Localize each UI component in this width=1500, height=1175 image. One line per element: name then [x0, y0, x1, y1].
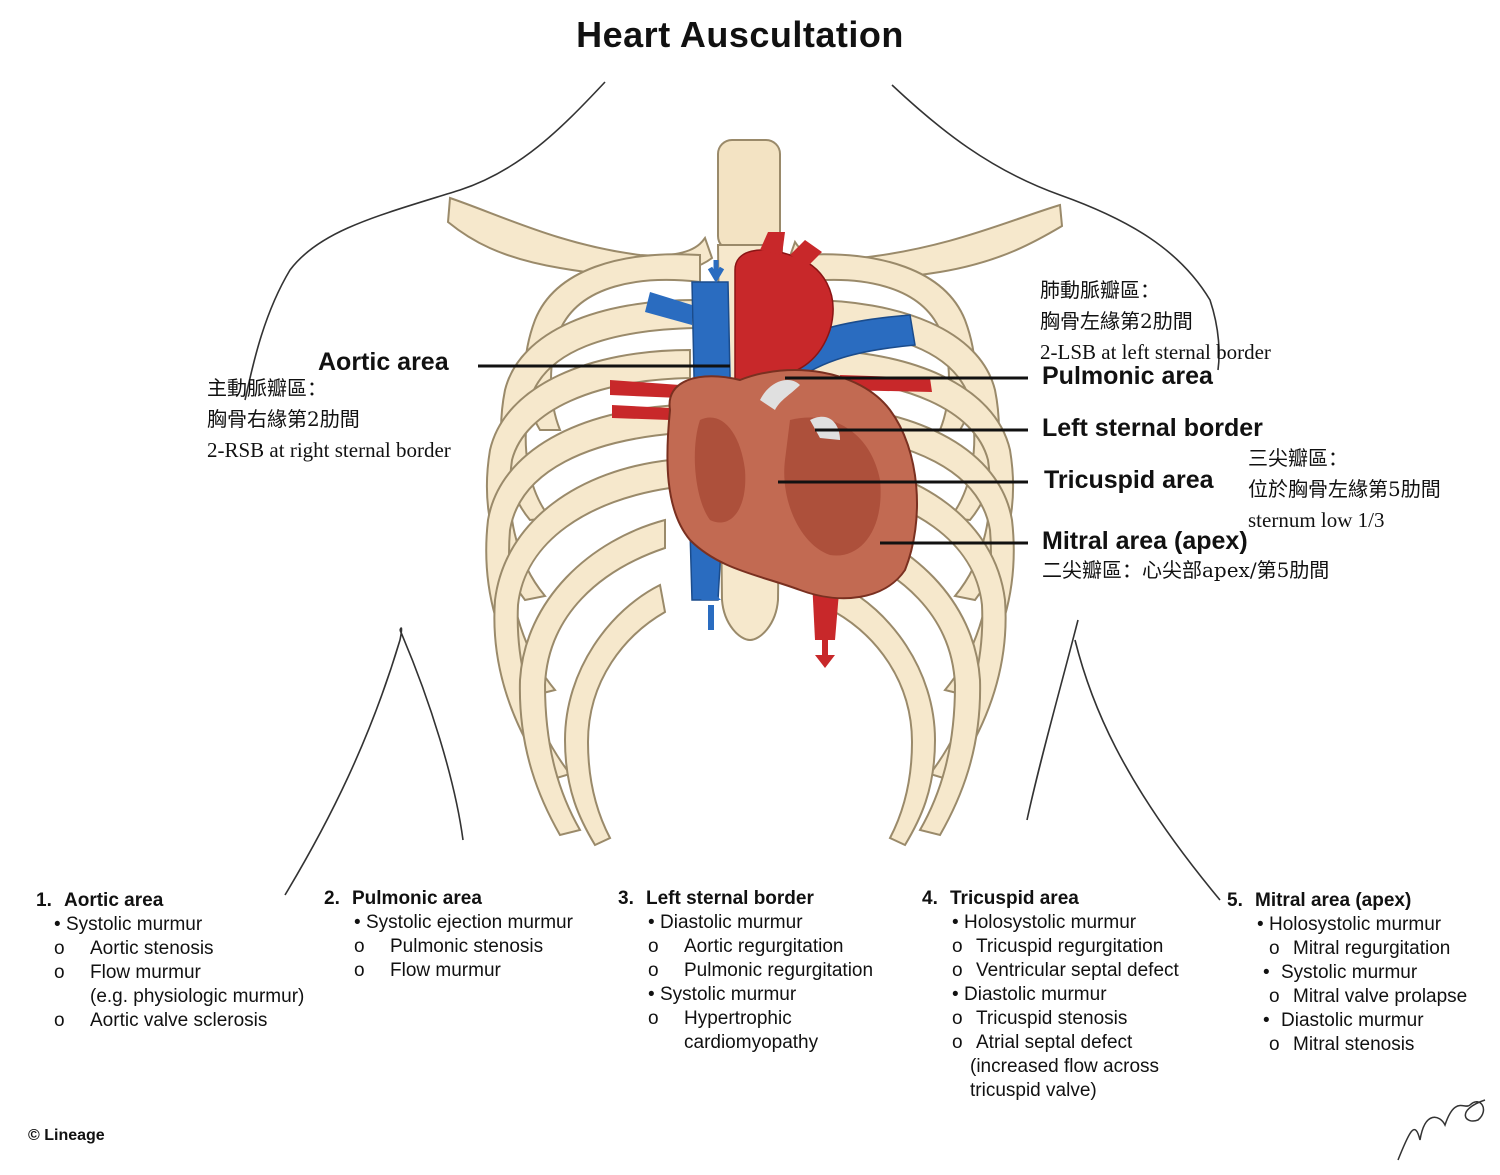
label-aortic-area: Aortic area: [318, 348, 449, 376]
list-item: (increased flow across: [970, 1056, 1160, 1077]
list-item: Flow murmur: [90, 962, 201, 983]
column-number: 1.: [36, 890, 52, 911]
annotation-line: 三尖瓣區：: [1248, 446, 1348, 470]
list-item: Holosystolic murmur: [1269, 914, 1442, 935]
label-tricuspid-area: Tricuspid area: [1044, 466, 1214, 494]
list-item: Systolic murmur: [660, 984, 797, 1005]
column-pulmonic: 2.Pulmonic area •Systolic ejection murmu…: [324, 888, 573, 981]
annotation-aortic: 主動脈瓣區： 胸骨右緣第2肋間 2-RSB at right sternal b…: [207, 373, 451, 466]
leader-lines: [478, 364, 1028, 545]
column-heading: Tricuspid area: [950, 888, 1079, 909]
column-number: 3.: [618, 888, 634, 909]
annotation-line: sternum low 1/3: [1248, 508, 1385, 532]
list-item: Systolic murmur: [1281, 962, 1418, 983]
list-item: (e.g. physiologic murmur): [90, 986, 305, 1007]
list-item: Mitral valve prolapse: [1293, 986, 1468, 1007]
list-item: Diastolic murmur: [1281, 1010, 1424, 1031]
list-item: Diastolic murmur: [660, 912, 803, 933]
annotation-line: 主動脈瓣區：: [207, 376, 327, 400]
column-heading: Pulmonic area: [352, 888, 482, 909]
annotation-line: 胸骨左緣第2肋間: [1040, 309, 1193, 333]
annotation-pulmonic: 肺動脈瓣區： 胸骨左緣第2肋間 2-LSB at left sternal bo…: [1040, 275, 1271, 368]
page-title: Heart Auscultation: [576, 14, 904, 55]
label-mitral-area: Mitral area (apex): [1042, 527, 1248, 555]
list-item: Systolic ejection murmur: [366, 912, 573, 933]
annotation-line: 肺動脈瓣區：: [1040, 278, 1160, 302]
annotation-line: 2-LSB at left sternal border: [1040, 340, 1271, 364]
column-number: 5.: [1227, 890, 1243, 911]
torso-outline: [244, 81, 1221, 901]
list-item: Aortic regurgitation: [684, 936, 844, 957]
copyright: © Lineage: [28, 1127, 105, 1144]
list-item: Flow murmur: [390, 960, 501, 981]
signature: [1397, 1099, 1486, 1161]
list-item: Aortic stenosis: [90, 938, 214, 959]
list-item: Atrial septal defect: [976, 1032, 1133, 1053]
list-item: Hypertrophic: [684, 1008, 792, 1029]
list-item: Diastolic murmur: [964, 984, 1107, 1005]
annotation-mitral: 二尖瓣區：心尖部apex/第5肋間: [1042, 558, 1330, 582]
list-item: cardiomyopathy: [684, 1032, 819, 1053]
annotation-line: 2-RSB at right sternal border: [207, 438, 451, 462]
label-left-sternal-border: Left sternal border: [1042, 414, 1263, 442]
list-item: Tricuspid stenosis: [976, 1008, 1128, 1029]
label-pulmonic-area: Pulmonic area: [1042, 362, 1213, 390]
column-heading: Mitral area (apex): [1255, 890, 1412, 911]
list-item: Pulmonic regurgitation: [684, 960, 874, 981]
list-item: Mitral regurgitation: [1293, 938, 1451, 959]
column-heading: Left sternal border: [646, 888, 814, 909]
list-item: Holosystolic murmur: [964, 912, 1137, 933]
annotation-line: 位於胸骨左緣第5肋間: [1248, 477, 1441, 501]
list-item: Pulmonic stenosis: [390, 936, 544, 957]
list-item: Aortic valve sclerosis: [90, 1010, 268, 1031]
annotation-line: 胸骨右緣第2肋間: [207, 407, 360, 431]
list-item: tricuspid valve): [970, 1080, 1097, 1101]
column-heading: Aortic area: [64, 890, 164, 911]
annotation-tricuspid: 三尖瓣區： 位於胸骨左緣第5肋間 sternum low 1/3: [1248, 443, 1441, 536]
rib-cage: [446, 139, 1064, 847]
column-left-sternal-border: 3.Left sternal border •Diastolic murmur …: [618, 888, 874, 1053]
heart: [610, 232, 932, 668]
column-number: 2.: [324, 888, 340, 909]
list-item: Tricuspid regurgitation: [976, 936, 1164, 957]
list-item: Systolic murmur: [66, 914, 203, 935]
column-mitral: 5.Mitral area (apex) •Holosystolic murmu…: [1227, 890, 1468, 1055]
column-number: 4.: [922, 888, 938, 909]
list-item: Ventricular septal defect: [976, 960, 1179, 981]
list-item: Mitral stenosis: [1293, 1034, 1415, 1055]
